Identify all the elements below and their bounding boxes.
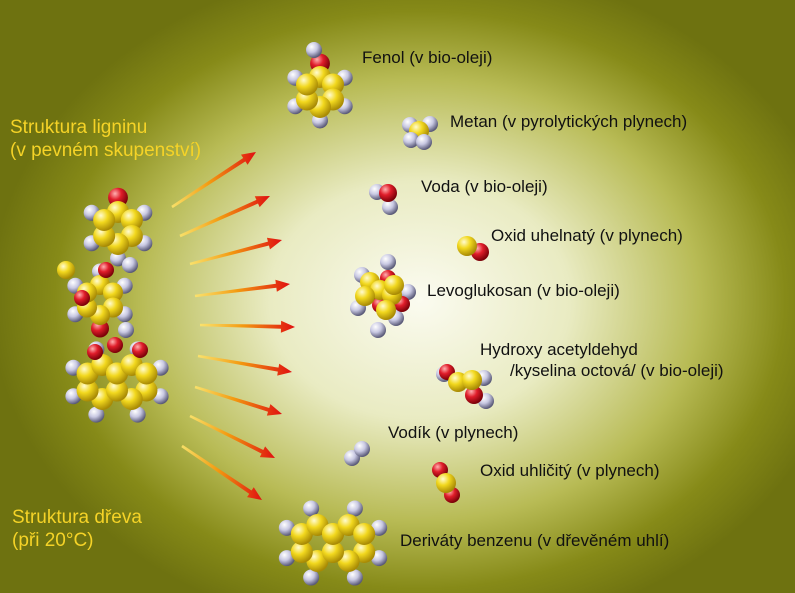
reaction-arrow bbox=[199, 320, 295, 333]
hydrogen-atom bbox=[303, 569, 320, 586]
oxygen-atom bbox=[107, 337, 123, 353]
wood-structure-label: Struktura dřeva (při 20°C) bbox=[12, 506, 142, 552]
carbon-atom bbox=[290, 541, 313, 563]
oxygen-atom bbox=[465, 386, 483, 404]
hydrogen-atom bbox=[371, 550, 388, 567]
hydrogen-atom bbox=[346, 569, 363, 586]
phenol-molecule bbox=[287, 42, 353, 129]
carbon-dioxide-molecule bbox=[432, 462, 460, 503]
hydrogen-atom bbox=[416, 134, 432, 150]
hydrogen-atom bbox=[382, 199, 398, 215]
hydrogen-atom bbox=[346, 500, 363, 517]
label-kyselina-octova: /kyselina octová/ (v bio-oleji) bbox=[510, 361, 724, 380]
hydrogen-atom bbox=[110, 250, 126, 267]
label-fenol: Fenol (v bio-oleji) bbox=[362, 48, 493, 67]
hydrogen-atom bbox=[88, 406, 105, 423]
carbon-atom bbox=[57, 261, 75, 279]
reaction-arrow bbox=[197, 354, 292, 376]
reaction-arrow bbox=[189, 237, 282, 266]
lignin-molecule bbox=[57, 187, 169, 423]
oxygen-atom bbox=[132, 342, 148, 358]
wood-label-line-1: Struktura dřeva bbox=[12, 507, 142, 528]
hydrogen-atom bbox=[122, 257, 138, 273]
reaction-arrow bbox=[179, 196, 270, 238]
label-hydroxy-acetyldehyd: Hydroxy acetyldehyd bbox=[480, 340, 638, 359]
label-voda: Voda (v bio-oleji) bbox=[421, 177, 548, 196]
lignin-label-line-1: Struktura ligninu bbox=[10, 117, 148, 138]
carbon-atom bbox=[93, 209, 116, 231]
carbon-atom bbox=[106, 379, 128, 402]
reaction-arrow bbox=[194, 385, 282, 416]
carbon-atom bbox=[296, 73, 319, 96]
carbon-atom bbox=[376, 300, 396, 320]
hydrogen-atom bbox=[370, 322, 386, 338]
hydrogen-atom bbox=[380, 254, 396, 270]
carbon-atom bbox=[436, 473, 456, 493]
carbon-atom bbox=[355, 286, 375, 306]
hydrogen-atom bbox=[278, 550, 295, 567]
hydrogen-atom bbox=[129, 406, 146, 423]
carbon-atom bbox=[457, 236, 477, 256]
label-levoglukosan: Levoglukosan (v bio-oleji) bbox=[427, 281, 620, 300]
carbon-atom bbox=[462, 370, 482, 390]
hydrogen-atom bbox=[403, 132, 419, 148]
carbon-atom bbox=[135, 362, 158, 385]
hydrogen-atom bbox=[400, 284, 416, 300]
oxygen-atom bbox=[98, 262, 114, 278]
reaction-arrow bbox=[181, 444, 262, 500]
carbon-monoxide-molecule bbox=[457, 236, 489, 261]
hydrogen-atom bbox=[278, 519, 295, 536]
oxygen-atom bbox=[74, 290, 90, 306]
hydrogen-atom bbox=[354, 441, 370, 457]
hydrogen-atom bbox=[306, 42, 322, 58]
wood-label-line-2: (při 20°C) bbox=[12, 530, 94, 551]
reaction-arrow bbox=[194, 279, 290, 298]
lignin-structure-label: Struktura ligninu (v pevném skupenství) bbox=[10, 116, 201, 162]
label-oxid-uhlicity: Oxid uhličitý (v plynech) bbox=[480, 461, 660, 480]
hydrogen-atom bbox=[303, 500, 320, 517]
carbon-atom bbox=[102, 282, 123, 303]
water-molecule bbox=[369, 184, 398, 215]
hydroxyacetaldehyde-molecule bbox=[436, 364, 494, 409]
label-vodik: Vodík (v plynech) bbox=[388, 423, 519, 442]
oxygen-atom bbox=[379, 184, 397, 202]
molecules bbox=[57, 42, 494, 586]
lignin-label-line-2: (v pevném skupenství) bbox=[10, 140, 202, 161]
label-derivaty-benzenu: Deriváty benzenu (v dřevěném uhlí) bbox=[400, 531, 670, 550]
carbon-atom bbox=[322, 541, 344, 563]
hydrogen-molecule bbox=[344, 441, 370, 466]
hydrogen-atom bbox=[371, 519, 388, 536]
hydrogen-atom bbox=[118, 322, 134, 338]
benzene-derivative-molecule bbox=[278, 500, 388, 586]
carbon-atom bbox=[384, 275, 404, 295]
carbon-atom bbox=[76, 379, 99, 402]
label-metan: Metan (v pyrolytických plynech) bbox=[450, 112, 688, 131]
carbon-atom bbox=[353, 523, 376, 545]
carbon-atom bbox=[120, 209, 143, 231]
levoglucosan-molecule bbox=[350, 254, 416, 338]
reaction-arrow bbox=[189, 414, 275, 458]
methane-molecule bbox=[402, 116, 438, 150]
label-oxid-uhelnaty: Oxid uhelnatý (v plynech) bbox=[491, 226, 683, 245]
carbon-atom bbox=[93, 225, 116, 247]
oxygen-atom bbox=[87, 344, 103, 360]
reaction-arrow bbox=[171, 152, 256, 209]
oxygen-atom bbox=[91, 319, 109, 338]
reaction-arrows bbox=[171, 152, 295, 500]
